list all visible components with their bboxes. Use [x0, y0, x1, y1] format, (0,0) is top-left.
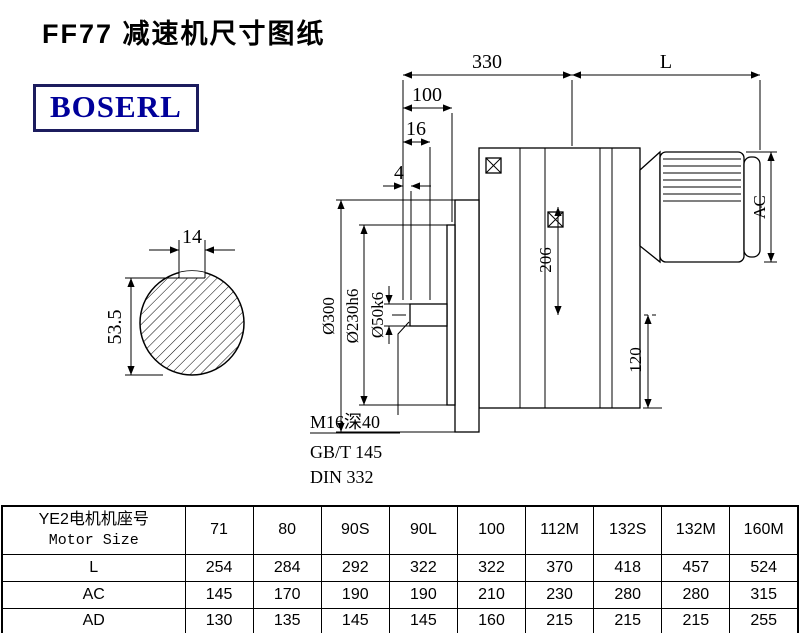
table-cell: 215 [525, 607, 595, 633]
fan-cover [743, 156, 761, 258]
table-cell: 292 [320, 553, 390, 582]
output-shaft [409, 303, 448, 327]
table-col-header: 112M [525, 505, 595, 555]
table-col-header: 160M [729, 505, 799, 555]
table-col-header: 90L [388, 505, 458, 555]
table-cell: 215 [593, 607, 663, 633]
reducer-dimension-drawing: 14 53.5 [104, 51, 777, 487]
table-cell: 130 [184, 607, 254, 633]
table-col-header: 100 [456, 505, 527, 555]
dim-100-label: 100 [412, 84, 442, 106]
table-col-header: 132M [661, 505, 731, 555]
dim-16-label: 16 [406, 118, 426, 140]
shaft-section-view: 14 53.5 [104, 226, 245, 376]
dim-key-width-label: 14 [182, 226, 202, 248]
dim-key-height-label: 53.5 [104, 310, 126, 345]
table-col-header: 132S [593, 505, 663, 555]
table-cell: 280 [661, 580, 731, 609]
table-cell: 160 [456, 607, 527, 633]
dim-flange-dia-label: Ø300 [319, 297, 338, 335]
note-gb-standard: GB/T 145 [310, 442, 382, 462]
table-cell: 315 [729, 580, 799, 609]
table-cell: 190 [320, 580, 390, 609]
table-cell: 190 [388, 580, 458, 609]
table-row-label: AD [1, 607, 186, 633]
table-cell: 370 [525, 553, 595, 582]
dim-AC-label: AC [750, 195, 769, 219]
motor-size-en: Motor Size [48, 531, 139, 549]
table-col-header: 90S [320, 505, 390, 555]
table-cell: 135 [252, 607, 322, 633]
dim-120-label: 120 [626, 347, 645, 373]
table-header-motor-size: YE2电机机座号 Motor Size [1, 505, 186, 555]
table-cell: 255 [729, 607, 799, 633]
note-thread: M16深40 [310, 412, 380, 432]
table-row-label: L [1, 553, 186, 582]
table-cell: 457 [661, 553, 731, 582]
dim-spigot-dia-label: Ø230h6 [343, 289, 362, 344]
table-cell: 284 [252, 553, 322, 582]
motor [639, 150, 761, 264]
table-cell: 210 [456, 580, 527, 609]
table-col-header: 80 [252, 505, 322, 555]
table-cell: 322 [456, 553, 527, 582]
table-cell: 145 [320, 607, 390, 633]
page-title: FF77 减速机尺寸图纸 [42, 19, 326, 49]
table-cell: 145 [184, 580, 254, 609]
note-din-standard: DIN 332 [310, 467, 374, 487]
dim-L-label: L [660, 51, 672, 73]
reducer-outline [392, 147, 762, 433]
dim-206-label: 206 [536, 247, 555, 273]
table-cell: 230 [525, 580, 595, 609]
dimension-lines: 330 L 100 16 4 Ø300 Ø230h6 [319, 51, 777, 433]
motor-size-cn: YE2电机机座号 [38, 511, 149, 529]
table-cell: 418 [593, 553, 663, 582]
dim-4-label: 4 [394, 162, 404, 184]
dim-330-label: 330 [472, 51, 502, 73]
table-cell: 524 [729, 553, 799, 582]
table-cell: 170 [252, 580, 322, 609]
table-cell: 280 [593, 580, 663, 609]
boserl-logo: BOSERL [33, 84, 199, 132]
table-cell: 215 [661, 607, 731, 633]
table-cell: 322 [388, 553, 458, 582]
table-row-label: AC [1, 580, 186, 609]
table-cell: 145 [388, 607, 458, 633]
thread-notes: M16深40 GB/T 145 DIN 332 [310, 321, 410, 487]
table-cell: 254 [184, 553, 254, 582]
table-col-header: 71 [184, 505, 254, 555]
dim-shaft-dia-label: Ø50k6 [368, 292, 387, 338]
